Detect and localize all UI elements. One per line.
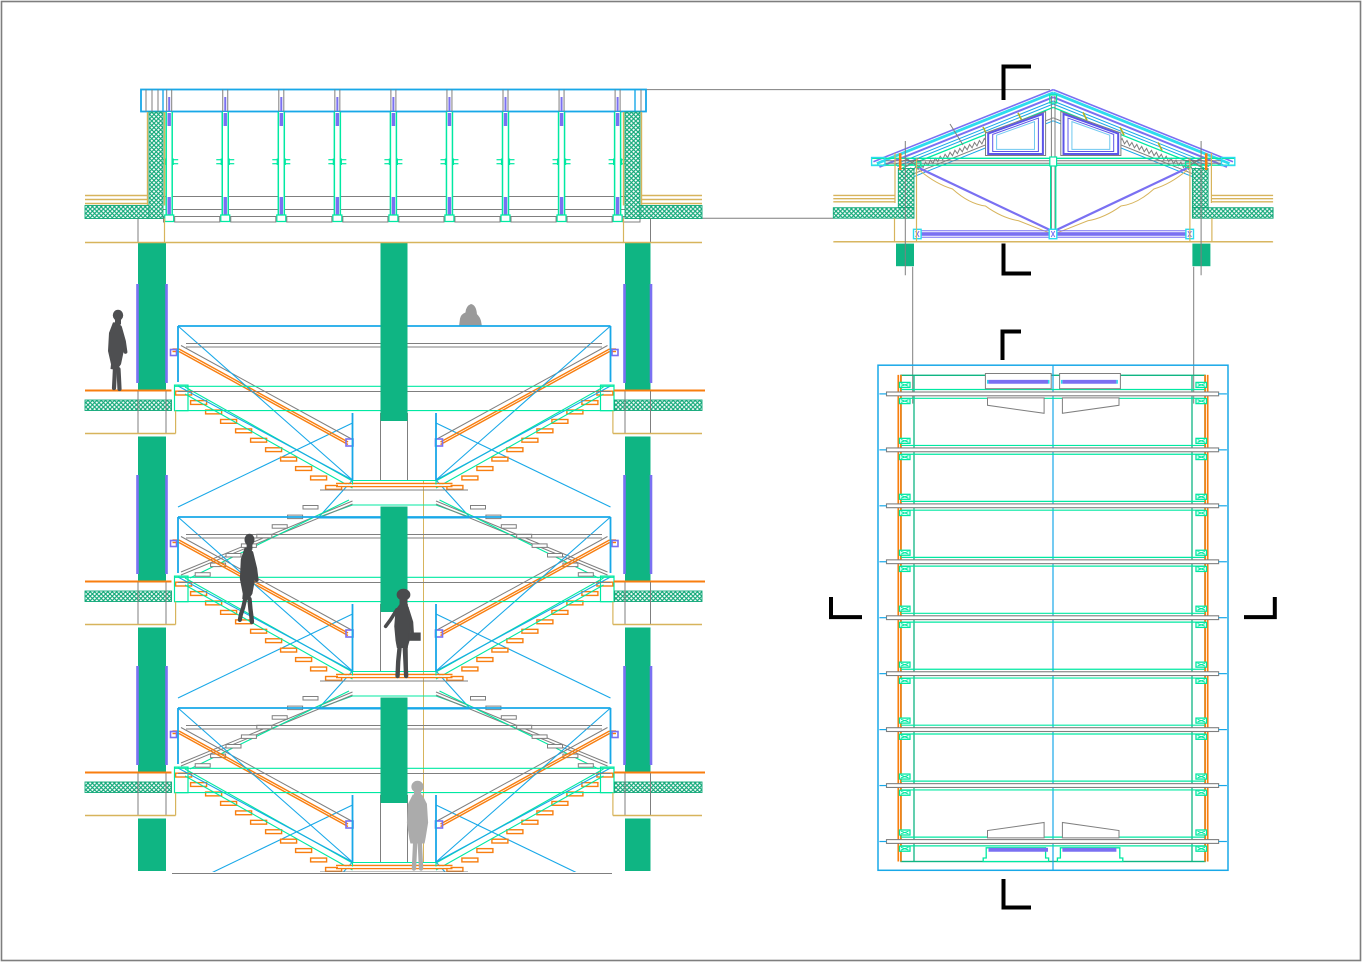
projection-lines — [646, 89, 1050, 219]
roof-section-view — [832, 88, 1274, 404]
figures — [108, 309, 429, 871]
stair-storey — [169, 499, 619, 710]
human-figure-front — [406, 780, 429, 871]
human-figure-bust — [459, 304, 482, 327]
roof-plan-view — [877, 364, 1229, 872]
human-figure-walk — [237, 533, 259, 625]
human-figure-stand — [108, 309, 128, 392]
section-mark-plan-top — [1000, 329, 1021, 360]
clerestory — [84, 88, 703, 244]
floor-slabs — [84, 389, 705, 817]
human-figure-briefcase — [383, 588, 421, 679]
section-mark-roof-bottom — [1001, 243, 1031, 276]
stair-section-view — [84, 88, 705, 872]
figures-behind — [459, 304, 482, 327]
section-cut-marks — [829, 64, 1277, 910]
section-mark-roof-top — [1001, 64, 1031, 100]
section-mark-plan-left — [829, 597, 862, 620]
section-mark-plan-bottom — [1001, 879, 1031, 910]
section-mark-plan-right — [1244, 597, 1277, 620]
